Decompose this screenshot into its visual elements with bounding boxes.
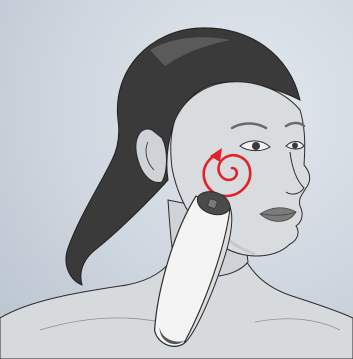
- iris-left: [252, 142, 260, 150]
- iris-right: [292, 143, 298, 149]
